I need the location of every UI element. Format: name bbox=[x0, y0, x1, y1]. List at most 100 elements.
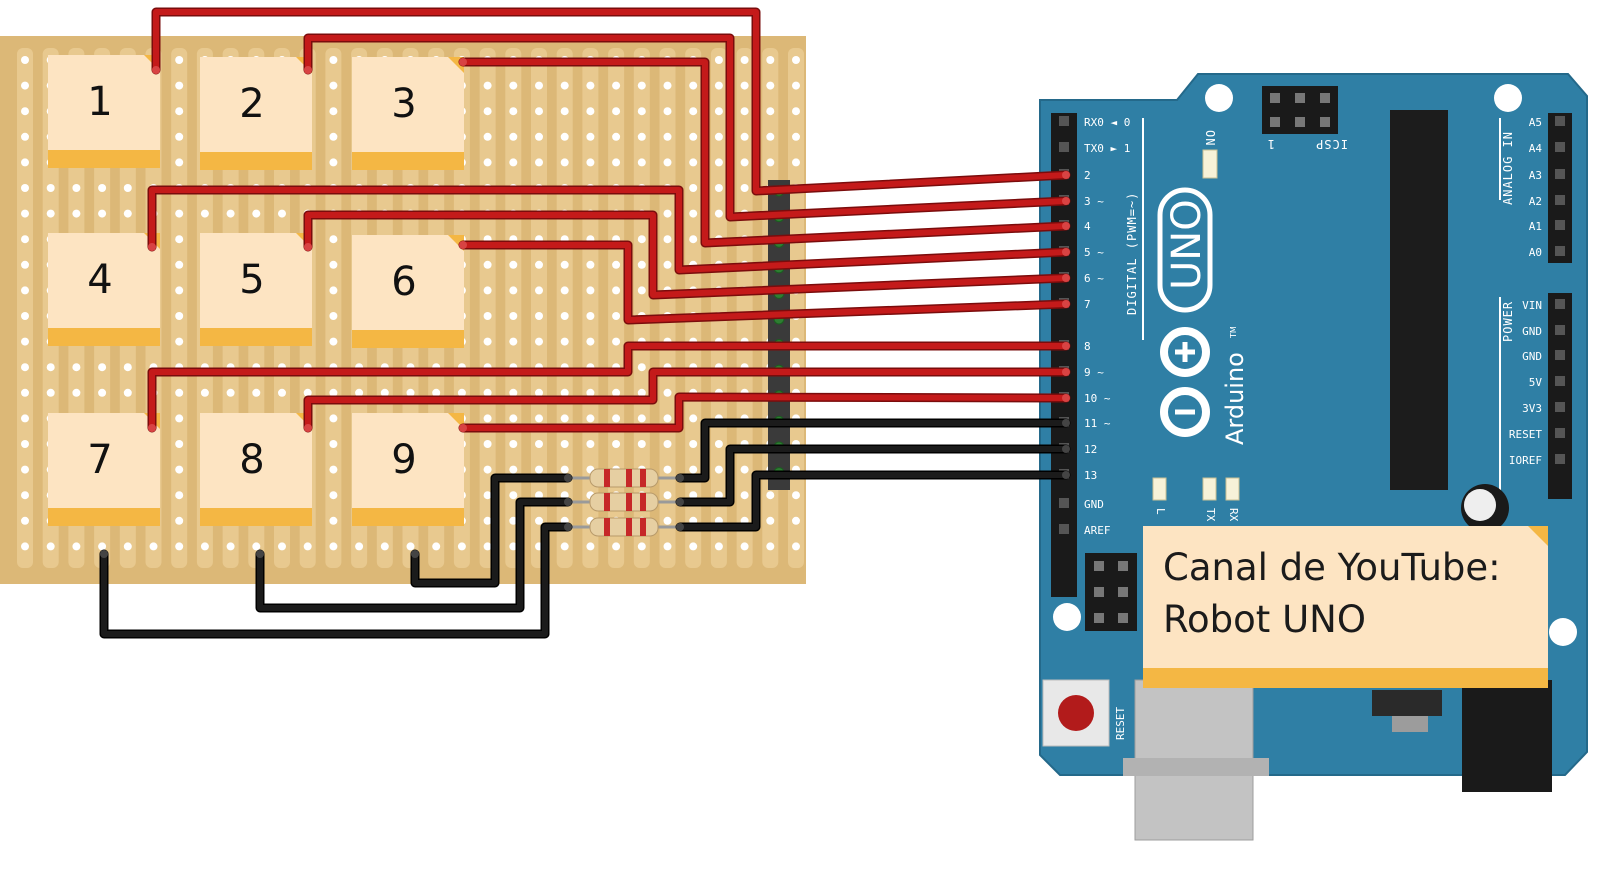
strip-hole bbox=[329, 414, 338, 423]
digital-header-lower bbox=[1051, 339, 1077, 597]
strip-hole bbox=[560, 81, 569, 90]
strip-hole bbox=[483, 491, 492, 500]
analog-pin-label: A4 bbox=[1529, 142, 1543, 155]
strip-hole bbox=[714, 209, 723, 218]
copper-strip bbox=[710, 48, 727, 568]
strip-hole bbox=[483, 286, 492, 295]
strip-hole bbox=[21, 542, 29, 551]
mounting-hole bbox=[1494, 84, 1522, 112]
strip-hole bbox=[560, 107, 569, 116]
power-led bbox=[1202, 149, 1218, 179]
strip-hole bbox=[766, 491, 775, 500]
analog-pin-socket bbox=[1555, 220, 1565, 230]
strip-hole bbox=[355, 388, 364, 397]
strip-hole bbox=[175, 516, 184, 525]
key-edge bbox=[200, 508, 312, 526]
strip-hole bbox=[586, 158, 595, 167]
black-wire-end bbox=[256, 550, 264, 558]
strip-hole bbox=[740, 465, 749, 474]
key-label: 2 bbox=[239, 81, 264, 127]
strip-hole bbox=[612, 440, 621, 448]
strip-hole bbox=[329, 440, 338, 448]
strip-hole bbox=[612, 158, 621, 167]
analog-pin-label: A2 bbox=[1529, 195, 1542, 208]
strip-hole bbox=[535, 388, 543, 397]
red-wire bbox=[460, 242, 1069, 323]
strip-hole bbox=[380, 388, 389, 397]
digital-pin-label: 4 bbox=[1084, 220, 1091, 233]
key-body bbox=[200, 233, 312, 345]
strip-hole bbox=[329, 337, 338, 346]
strip-hole bbox=[766, 158, 775, 167]
strip-hole bbox=[689, 235, 698, 244]
strip-hole bbox=[560, 132, 569, 141]
strip-hole bbox=[509, 491, 518, 500]
key-4: 4 bbox=[48, 233, 160, 346]
black-wire bbox=[677, 446, 1069, 505]
strip-hole bbox=[637, 363, 646, 372]
key-edge bbox=[48, 508, 160, 526]
note-fold bbox=[1528, 526, 1548, 546]
resistor bbox=[568, 517, 680, 537]
strip-hole bbox=[637, 132, 646, 141]
strip-hole bbox=[663, 132, 672, 141]
strip-hole bbox=[72, 542, 81, 551]
digital-pin-label: 3 ~ bbox=[1084, 195, 1104, 208]
mounting-hole bbox=[1549, 618, 1577, 646]
strip-hole bbox=[612, 388, 621, 397]
strip-hole bbox=[637, 107, 646, 116]
key-edge bbox=[352, 330, 464, 348]
digital-pin-label: 7 bbox=[1084, 298, 1091, 311]
strip-hole bbox=[226, 542, 235, 551]
key-label: 8 bbox=[239, 437, 264, 483]
strip-hole bbox=[21, 56, 29, 64]
key-label: 6 bbox=[391, 259, 416, 305]
strip-hole bbox=[560, 260, 569, 269]
reset-button-cap[interactable] bbox=[1058, 695, 1094, 731]
strip-hole bbox=[766, 516, 775, 525]
strip-hole bbox=[586, 388, 595, 397]
strip-hole bbox=[98, 388, 107, 397]
strip-hole bbox=[175, 491, 184, 500]
strip-hole bbox=[740, 491, 749, 500]
strip-hole bbox=[509, 440, 518, 448]
mounting-hole bbox=[1053, 603, 1081, 631]
resistor bbox=[568, 492, 680, 512]
copper-strip bbox=[17, 48, 33, 568]
strip-hole bbox=[175, 209, 184, 218]
strip-hole bbox=[21, 337, 29, 346]
strip-hole bbox=[483, 158, 492, 167]
strip-hole bbox=[586, 440, 595, 448]
power-pin-label: IOREF bbox=[1509, 454, 1542, 467]
digital-pin-socket bbox=[1059, 116, 1069, 126]
analog-pin-label: A0 bbox=[1529, 246, 1542, 259]
strip-hole bbox=[457, 542, 466, 551]
strip-hole bbox=[21, 184, 29, 192]
copper-strip bbox=[788, 48, 804, 568]
black-wire bbox=[257, 499, 571, 611]
strip-hole bbox=[535, 158, 543, 167]
strip-hole bbox=[663, 235, 672, 244]
strip-hole bbox=[278, 542, 286, 551]
reset-button[interactable] bbox=[1042, 679, 1110, 747]
key-body bbox=[48, 413, 160, 525]
icsp-pins bbox=[1270, 93, 1330, 127]
key-label: 4 bbox=[87, 257, 112, 303]
resistor-band bbox=[640, 469, 646, 487]
digital-pin-label: 13 bbox=[1084, 469, 1097, 482]
resistor bbox=[568, 468, 680, 488]
black-wire-end bbox=[1062, 445, 1070, 453]
strip-hole bbox=[689, 184, 698, 192]
red-wire-end bbox=[304, 243, 312, 251]
key-body bbox=[200, 57, 312, 169]
key-label: 3 bbox=[391, 81, 416, 127]
strip-hole bbox=[586, 260, 595, 269]
strip-hole bbox=[483, 516, 492, 525]
digital-pin-label: AREF bbox=[1084, 524, 1111, 537]
copper-strip bbox=[608, 48, 625, 568]
icsp2-pin bbox=[1118, 561, 1128, 571]
strip-hole bbox=[483, 465, 492, 474]
power-pin-socket bbox=[1555, 350, 1565, 360]
resistors bbox=[568, 468, 680, 537]
strip-hole bbox=[483, 542, 492, 551]
